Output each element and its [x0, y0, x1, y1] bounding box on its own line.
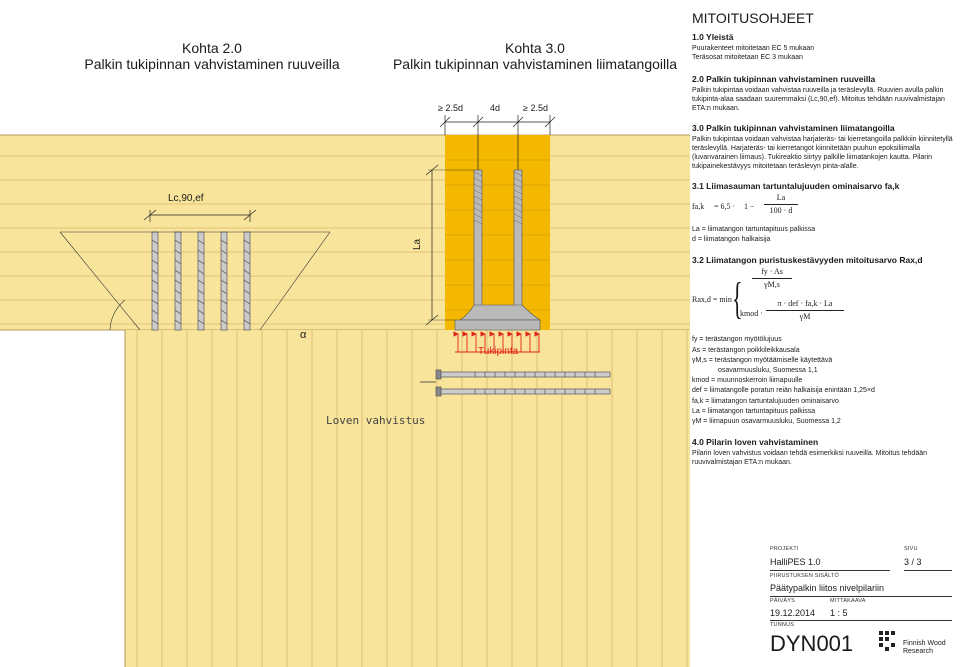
def-31-line: La = liimatangon tartuntapituus palkissa [692, 226, 816, 233]
kohta2-number: Kohta 2.0 [182, 40, 242, 56]
formula-31-den: 100 · d [769, 206, 793, 215]
logo-text: Finnish Wood Research [903, 640, 946, 656]
reinforcement-screws [151, 231, 251, 331]
kohta2-heading: Kohta 2.0 Palkin tukipinnan vahvistamine… [62, 40, 362, 72]
section-3-2-heading: 3.2 Liimatangon puristuskestävyyden mito… [692, 255, 923, 266]
lc-label: Lc,90,ef [168, 193, 204, 204]
rod-spacing-dimension [439, 115, 556, 170]
section-4-heading: 4.0 Pilarin loven vahvistaminen [692, 437, 819, 448]
formula-31-lhs: fa,k [692, 202, 705, 211]
section-1-heading: 1.0 Yleistä [692, 32, 734, 42]
loven-label: Loven vahvistus [326, 414, 426, 427]
sisalto-value: Päätypalkin liitos nivelpilariin [770, 583, 885, 593]
paivays-value: 19.12.2014 [770, 608, 816, 618]
def-32-line: La = liimatangon tartuntapituus palkissa [692, 407, 816, 415]
sivu-label: SIVU [904, 546, 918, 552]
section-2-heading: 2.0 Palkin tukipinnan vahvistaminen ruuv… [692, 74, 876, 84]
sivu-value: 3 / 3 [904, 557, 922, 567]
formula-bond-strength: fa,k = 6,5 · 1 − La 100 · d [692, 193, 954, 219]
dim-mid-label: 4d [490, 103, 501, 113]
lc-dimension [143, 209, 257, 222]
kohta3-number: Kohta 3.0 [505, 40, 565, 56]
projekti-label: PROJEKTI [770, 546, 799, 552]
formula-31-one: 1 − [744, 202, 755, 211]
dim-left-label: ≥ 2.5d [438, 103, 463, 113]
la-label: La [412, 238, 423, 250]
dim-right-label: ≥ 2.5d [523, 103, 548, 113]
def-32-line: As = terästangon poikkileikkausala [692, 346, 800, 354]
mittakaava-value: 1 : 5 [830, 608, 848, 618]
title-block: PROJEKTI HalliPES 1.0 SIVU 3 / 3 PIIRUST… [770, 546, 954, 664]
def-32-line: γM = liimapuun osavarmuusluku, Suomessa … [692, 418, 841, 426]
def-32-line: γM,s = terästangon myötäämiselle käytett… [692, 356, 833, 364]
mittakaava-label: MITTAKAAVA [830, 598, 866, 604]
formula-31-eq: = 6,5 · [714, 202, 736, 211]
notch-screws [420, 369, 611, 397]
tukipinta-label: Tukipinta [478, 346, 519, 357]
def-31-line: d = liimatangon halkaisija [692, 236, 771, 244]
load-spread-lines [59, 231, 331, 331]
logo-line-2: Research [903, 648, 933, 655]
kohta3-title: Palkin tukipinnan vahvistaminen liimatan… [392, 56, 678, 72]
finnish-wood-logo-icon [879, 631, 895, 651]
glued-rods [454, 169, 542, 331]
def-32-line: kmod = muunnoskerroin liimapuulle [692, 377, 803, 385]
def-32-line: fa,k = liimatangon tartuntalujuuden omin… [692, 397, 839, 405]
section-3-heading: 3.0 Palkin tukipinnan vahvistaminen liim… [692, 123, 895, 133]
panel-title: MITOITUSOHJEET [692, 10, 814, 26]
def-32-line: osavarmuusluku, Suomessa 1,1 [718, 367, 818, 375]
defs-31: La = liimatangon tartuntapituus palkissa… [692, 225, 954, 245]
section-3-text: Palkin tukipintaa voidaan vahvistaa harj… [692, 136, 953, 170]
kohta3-heading: Kohta 3.0 Palkin tukipinnan vahvistamine… [385, 40, 685, 72]
tunnus-label: TUNNUS [770, 622, 795, 628]
kohta2-title: Palkin tukipinnan vahvistaminen ruuveill… [84, 56, 340, 72]
paivays-label: PÄIVÄYS [770, 598, 795, 604]
formula-32-t2-pre: kmod · [740, 309, 763, 319]
tunnus-value: DYN001 [770, 631, 854, 656]
formula-compressive-resistance: Rax,d = min { fy · As γM,s kmod · π · de… [692, 267, 954, 333]
def-32-line: fy = terästangon myötölujuus [692, 336, 782, 344]
formula-32-lhs: Rax,d = min [692, 295, 732, 305]
section-1-line-2: Teräsosat mitoitetaan EC 3 mukaan [692, 54, 803, 61]
sisalto-label: PIIRUSTUKSEN SISÄLTÖ [770, 573, 839, 579]
section-1-line-1: Puurakenteet mitoitetaan EC 5 mukaan [692, 45, 815, 52]
projekti-value: HalliPES 1.0 [770, 557, 821, 567]
section-2-text: Palkin tukipintaa voidaan vahvistaa ruuv… [692, 87, 945, 112]
column [124, 330, 690, 667]
formula-32-t2-num: π · def · fa,k · La [777, 299, 833, 309]
section-4-text: Pilarin loven vahvistus voidaan tehdä es… [692, 450, 928, 467]
formula-32-t1-den: γM,s [764, 280, 780, 290]
design-instructions: MITOITUSOHJEET 1.0 Yleistä Puurakenteet … [692, 10, 954, 467]
glued-rod-zone [445, 135, 550, 330]
formula-32-t1-num: fy · As [761, 267, 783, 277]
formula-31-num: La [776, 193, 786, 202]
bearing-arrows [453, 331, 540, 353]
la-dimension [425, 164, 474, 326]
def-32-line: def = liimatangolle poratun reiän halkai… [692, 387, 875, 395]
steel-plate [454, 319, 541, 331]
defs-32: fy = terästangon myötölujuus As = teräst… [692, 335, 954, 427]
formula-32-t2-den: γM [799, 312, 811, 322]
connection-drawing [0, 115, 690, 667]
alpha-label: α [300, 329, 307, 341]
section-3-1-heading: 3.1 Liimasauman tartuntalujuuden ominais… [692, 181, 900, 191]
logo-line-1: Finnish Wood [903, 640, 946, 647]
beam [0, 134, 690, 331]
